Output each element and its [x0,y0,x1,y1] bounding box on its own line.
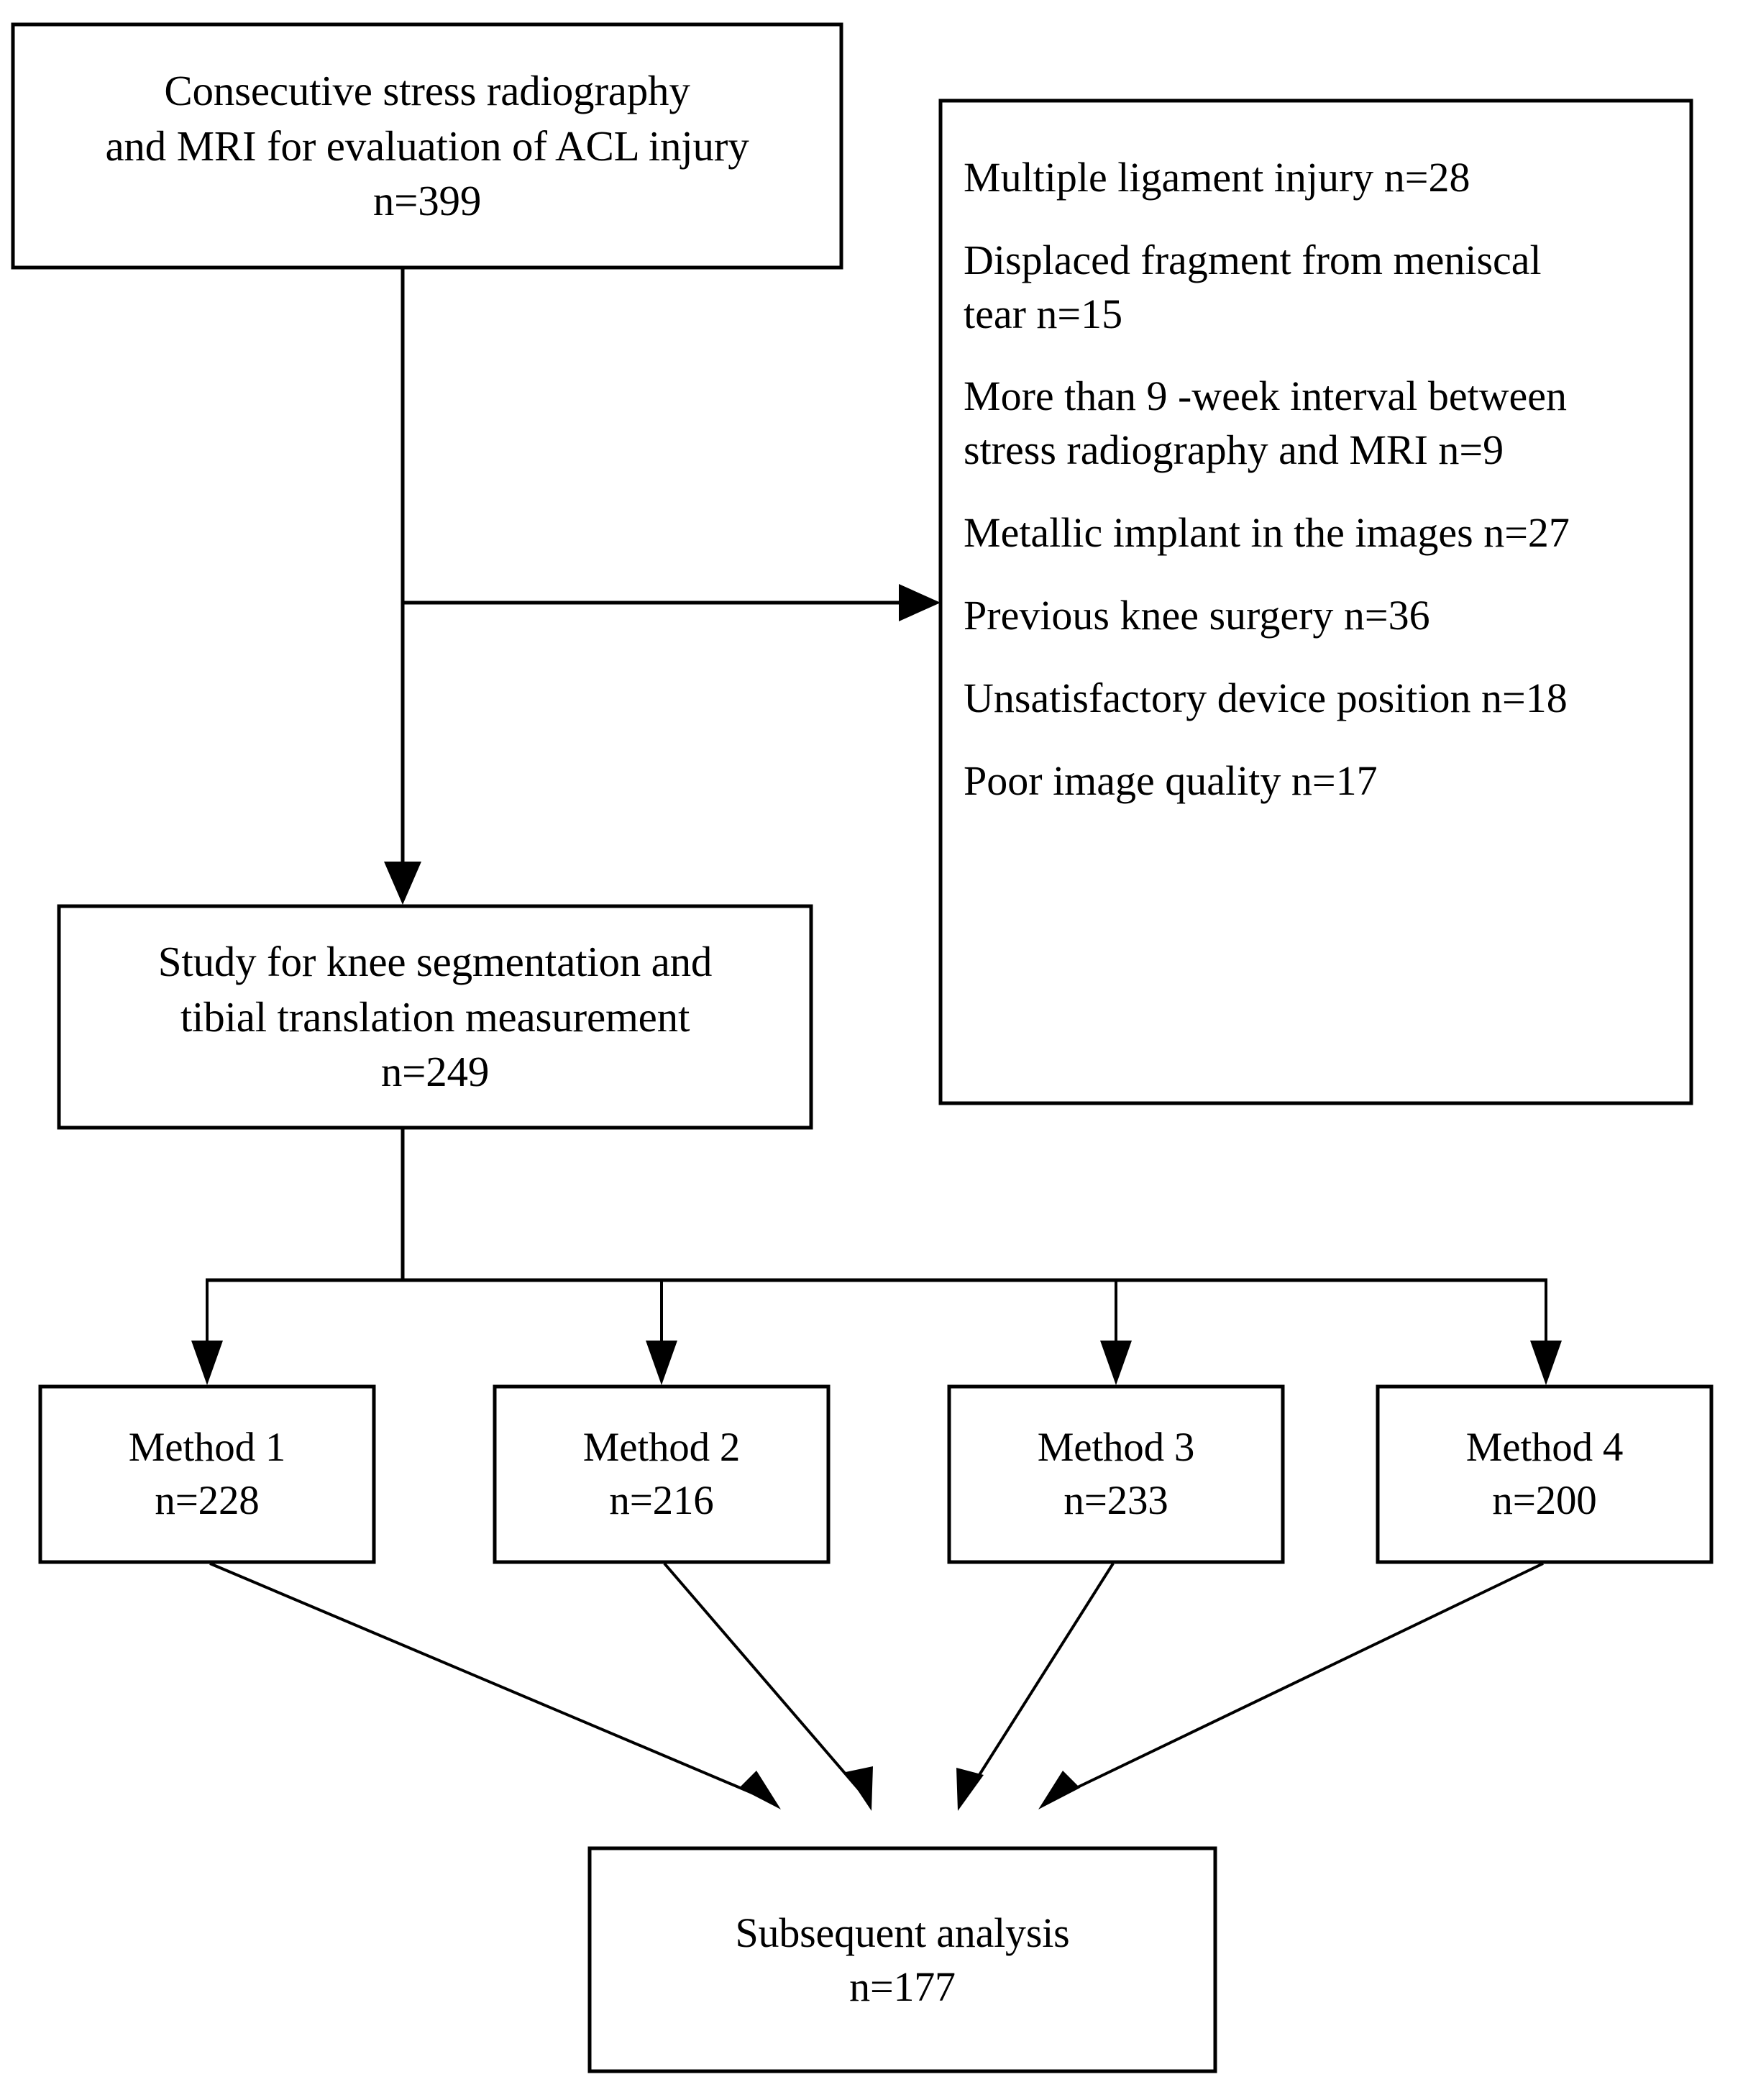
method-2-text: Method 2 n=216 [495,1387,828,1562]
method-3-box [947,1384,1285,1564]
exclusion-item-unsatisfactory-device-position: Unsatisfactory device position n=18 [964,672,1673,726]
study-line-1: Study for knee segmentation and [157,937,713,985]
subsequent-analysis-text: Subsequent analysis n=177 [590,1848,1215,2071]
source-box-text: Consecutive stress radiography and MRI f… [13,24,841,268]
exclusion-item-previous-knee-surgery: Previous knee surgery n=36 [964,589,1673,643]
arrowhead-method-3-to-subsequent [956,1768,984,1811]
subsequent-analysis-box [587,1846,1217,2073]
method-1-count: n=228 [155,1478,260,1523]
connector-method-1-to-subsequent [209,1562,758,1797]
subsequent-line-1: Subsequent analysis [735,1909,1070,1956]
exclusion-2-line-1: stress radiography and MRI n=9 [964,426,1504,474]
source-line-1: Consecutive stress radiography [164,66,690,114]
study-box-text: Study for knee segmentation and tibial t… [59,906,811,1128]
arrowhead-bar-to-method-2 [646,1341,677,1385]
exclusion-6-line-0: Poor image quality n=17 [964,757,1378,804]
arrowhead-method-2-to-subsequent [846,1766,873,1811]
exclusion-item-poor-image-quality: Poor image quality n=17 [964,754,1673,808]
study-box [57,904,813,1130]
exclusion-2-line-0: More than 9 -week interval between [964,373,1568,420]
exclusion-item-multiple-ligament-injury: Multiple ligament injury n=28 [964,151,1673,205]
method-2-count: n=216 [609,1478,714,1523]
exclusion-item-metallic-implant: Metallic implant in the images n=27 [964,506,1673,560]
method-4-count: n=200 [1492,1478,1597,1523]
method-2-label: Method 2 [582,1424,741,1470]
method-1-label: Method 1 [128,1424,286,1470]
arrowhead-method-4-to-subsequent [1038,1771,1080,1809]
source-line-3: n=399 [372,177,482,225]
method-4-box [1376,1384,1714,1564]
subsequent-line-2: n=177 [849,1963,956,2010]
connector-method-2-to-subsequent [663,1562,861,1792]
arrowhead-bar-to-method-4 [1530,1341,1562,1385]
study-line-3: n=249 [380,1048,490,1096]
method-2-box [493,1384,831,1564]
exclusion-item-displaced-fragment: Displaced fragment from meniscal tear n=… [964,234,1673,342]
study-line-2: tibial translation measurement [180,992,690,1041]
exclusion-5-line-0: Unsatisfactory device position n=18 [964,674,1568,721]
method-3-count: n=233 [1063,1478,1168,1523]
arrowhead-source-to-exclusion [899,584,941,621]
method-3-label: Method 3 [1037,1424,1195,1470]
arrowhead-source-to-study [384,862,421,905]
method-4-label: Method 4 [1465,1424,1624,1470]
arrowhead-method-1-to-subsequent [739,1771,781,1809]
method-3-text: Method 3 n=233 [949,1387,1283,1562]
method-1-box [38,1384,376,1564]
source-box [11,22,843,270]
arrowhead-bar-to-method-1 [191,1341,223,1385]
exclusion-0-line-0: Multiple ligament injury n=28 [964,154,1470,201]
exclusion-1-line-1: tear n=15 [964,290,1123,337]
exclusion-4-line-0: Previous knee surgery n=36 [964,591,1430,639]
exclusion-3-line-0: Metallic implant in the images n=27 [964,509,1570,557]
exclusion-box [938,99,1693,1105]
arrowhead-bar-to-method-3 [1100,1341,1132,1385]
method-4-text: Method 4 n=200 [1378,1387,1711,1562]
method-1-text: Method 1 n=228 [40,1387,374,1562]
connector-method-4-to-subsequent [1061,1562,1544,1797]
connector-method-3-to-subsequent [968,1562,1115,1792]
source-line-2: and MRI for evaluation of ACL injury [105,122,749,170]
exclusion-1-line-0: Displaced fragment from meniscal [964,236,1542,283]
exclusion-item-interval-too-long: More than 9 -week interval between stres… [964,370,1673,478]
exclusion-list: Multiple ligament injury n=28 Displaced … [941,101,1691,1103]
